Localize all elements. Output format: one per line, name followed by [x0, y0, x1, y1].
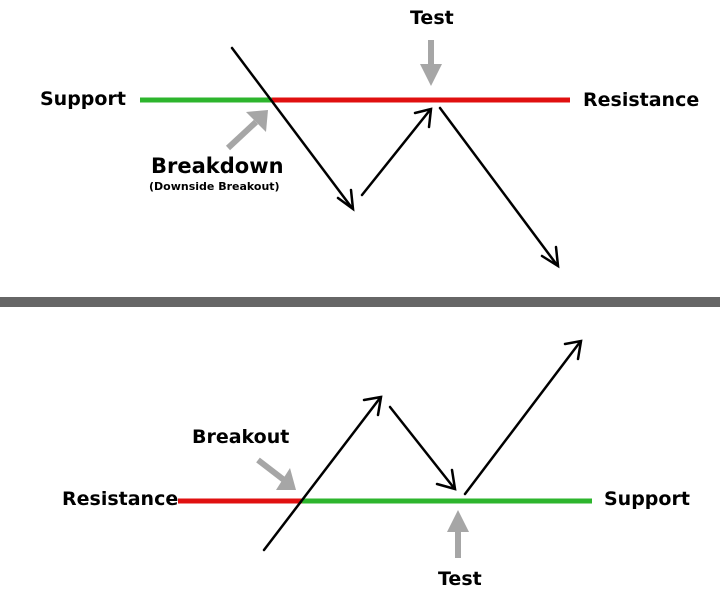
- bottom-price-path: [262, 339, 583, 552]
- top-test-pointer-icon: [420, 40, 442, 86]
- top-resistance-label: Resistance: [583, 89, 700, 111]
- top-breakdown-pointer-icon: [225, 110, 268, 151]
- top-support-label: Support: [40, 88, 126, 110]
- bottom-rally-arrow: [463, 340, 582, 496]
- top-test-label: Test: [410, 7, 454, 29]
- bottom-breakout-label: Breakout: [192, 426, 290, 448]
- top-breakdown-arrow: [230, 46, 354, 210]
- top-price-path: [230, 46, 560, 269]
- bottom-breakout-pointer-icon: [256, 457, 296, 490]
- top-breakdown-label: Breakdown: [151, 154, 284, 178]
- bottom-test-pointer-icon: [447, 510, 469, 558]
- bottom-support-label: Support: [604, 488, 690, 510]
- bottom-pullback-arrow: [388, 405, 456, 490]
- top-breakdown-sublabel: (Downside Breakout): [149, 180, 280, 193]
- bottom-breakout-arrow: [262, 396, 382, 552]
- bottom-test-label: Test: [438, 568, 482, 590]
- top-rally-arrow: [360, 108, 432, 197]
- bottom-resistance-label: Resistance: [62, 488, 179, 510]
- panel-divider: [0, 297, 720, 307]
- top-decline-arrow: [438, 106, 559, 267]
